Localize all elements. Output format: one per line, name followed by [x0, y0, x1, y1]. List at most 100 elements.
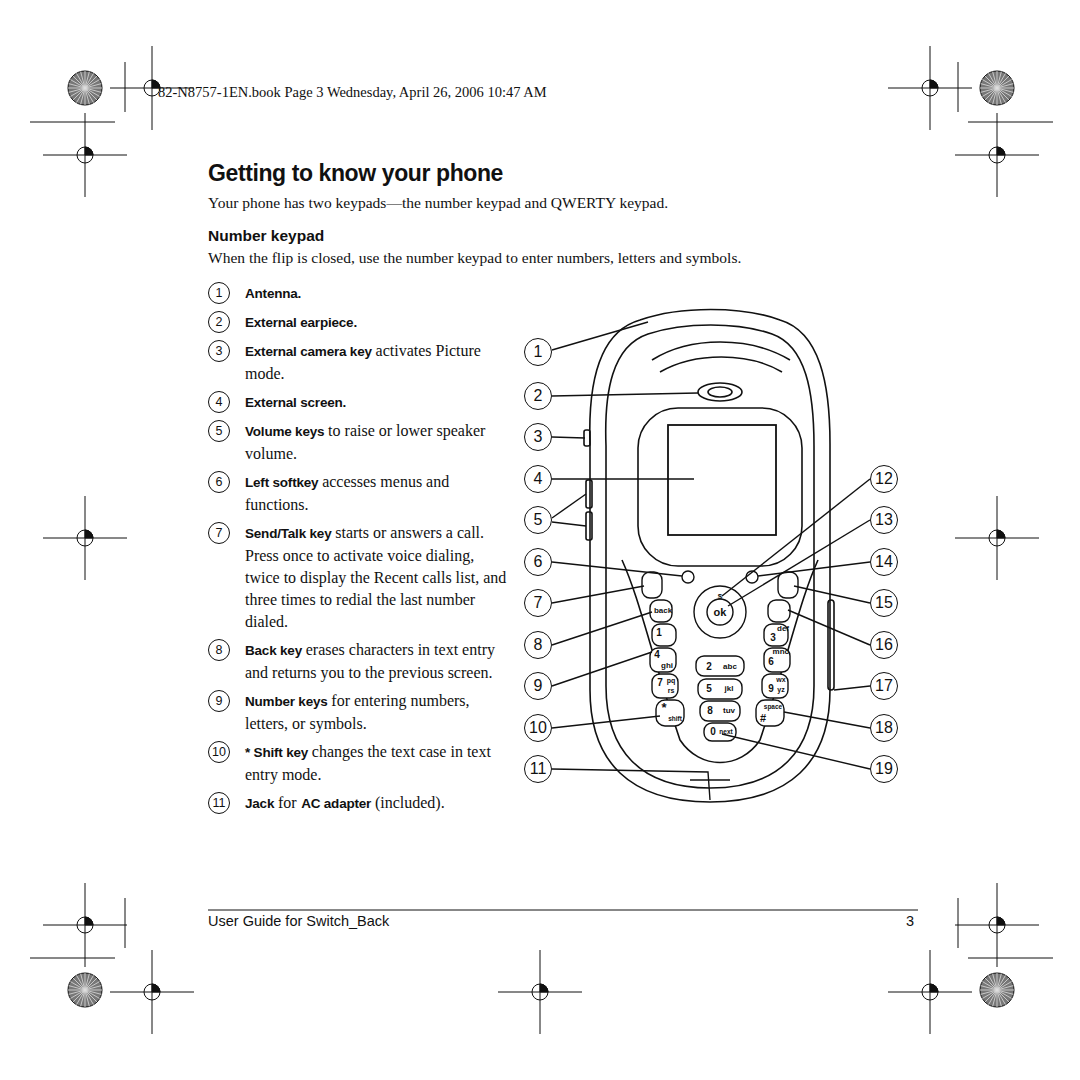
registration-fill [997, 530, 1005, 538]
key-label: 6 [768, 657, 774, 667]
section-text: When the flip is closed, use the number … [208, 249, 741, 267]
item-description: Number keysfor entering numbers, letters… [245, 690, 507, 735]
color-bar-ray [70, 88, 85, 97]
earpiece [698, 383, 742, 401]
registration-fill [930, 80, 938, 88]
key-label: shift [668, 716, 682, 723]
part-description: for [278, 794, 297, 811]
registration-cross [888, 46, 972, 130]
list-number-text: 7 [216, 527, 223, 540]
leader-line [784, 712, 870, 728]
callout-number-text: 10 [529, 720, 547, 736]
leader-line [722, 479, 870, 596]
list-number: 9Number keysfor entering numbers, letter… [208, 690, 230, 712]
section-heading: Number keypad [208, 227, 324, 245]
color-bar-ray [993, 974, 997, 990]
registration-cross [955, 883, 1039, 967]
external-screen [668, 425, 776, 535]
color-bar-ray [997, 990, 1001, 1006]
callout-number: 10 [524, 714, 552, 742]
key-label: back [654, 607, 672, 615]
list-number: 8Back keyerases characters in text entry… [208, 639, 230, 661]
registration-cross [955, 496, 1039, 580]
color-bar-mark [980, 973, 1014, 1007]
part-name: Number keys [245, 694, 328, 709]
list-number-text: 6 [216, 476, 223, 489]
part-description: (included). [375, 794, 445, 811]
callout-number-text: 14 [875, 554, 893, 570]
item-description: * Shift keychanges the text case in text… [245, 741, 507, 786]
key-label: 7 [657, 678, 663, 688]
callout-number-text: 2 [534, 388, 543, 404]
leader-line [788, 610, 870, 645]
callout-number-text: 11 [530, 761, 547, 777]
leader-line [552, 494, 586, 518]
color-bar-ray [981, 990, 997, 994]
key-label: pq [667, 677, 676, 684]
color-bar-ray [989, 73, 998, 88]
item-description: External screen. [245, 391, 507, 414]
part-name: External earpiece. [245, 315, 357, 330]
list-number-text: 3 [216, 345, 223, 358]
leader-line [552, 437, 585, 438]
callout-number-text: 12 [875, 471, 893, 487]
leader-line [552, 586, 644, 603]
key-label: wx [776, 676, 785, 683]
list-number: 3External camera keyactivates Picture mo… [208, 340, 230, 362]
color-bar-ray [69, 990, 85, 994]
key-label: $ [718, 593, 722, 601]
callout-number: 7 [524, 589, 552, 617]
color-bar-ray [997, 80, 1012, 89]
part-name: Back key [245, 643, 302, 658]
key-label: yz [777, 686, 784, 693]
key-label: ok [714, 607, 727, 618]
color-bar-ray [997, 84, 1013, 88]
leader-line [552, 393, 698, 396]
callout-number: 18 [870, 714, 898, 742]
item-description: Send/Talk keystarts or answers a call. P… [245, 522, 507, 633]
callout-number: 6 [524, 548, 552, 576]
registration-fill [997, 147, 1005, 155]
key-label: tuv [723, 707, 735, 715]
key-label: 0 [710, 727, 716, 737]
item-description: External camera keyactivates Picture mod… [245, 340, 507, 385]
color-bar-mark [68, 973, 102, 1007]
color-bar-ray [81, 72, 85, 88]
callout-number: 13 [870, 506, 898, 534]
key-label: rs [668, 687, 675, 694]
list-number-text: 10 [212, 746, 226, 759]
crop-marks [30, 46, 1053, 1034]
part-name: External camera key [245, 344, 372, 359]
running-header: 82-N8757-1EN.book Page 3 Wednesday, Apri… [158, 84, 547, 101]
part-name: Jack [245, 796, 274, 811]
list-number: 10* Shift keychanges the text case in te… [208, 741, 230, 763]
registration-fill [930, 984, 938, 992]
color-bar-ray [85, 80, 100, 89]
registration-cross [110, 950, 194, 1034]
leader-line [722, 734, 870, 769]
leader-lines [552, 322, 870, 800]
key-label: next [719, 729, 732, 736]
footer-rule [208, 910, 918, 911]
item-description: Antenna. [245, 282, 507, 305]
registration-fill [997, 917, 1005, 925]
part-name: Left softkey [245, 475, 318, 490]
leader-line [552, 716, 660, 728]
callout-number: 16 [870, 631, 898, 659]
part-name: * Shift key [245, 745, 308, 760]
key-label: 4 [654, 650, 660, 660]
color-bar-ray [70, 990, 85, 999]
callout-number-text: 6 [534, 554, 543, 570]
list-number: 6Left softkeyaccesses menus and function… [208, 471, 230, 493]
leader-line [552, 522, 586, 526]
part-name: External screen. [245, 395, 346, 410]
registration-cross [888, 950, 972, 1034]
color-bar-ray [85, 88, 94, 103]
key-label: space [764, 704, 782, 711]
callout-number: 17 [870, 672, 898, 700]
color-bar-ray [982, 88, 997, 97]
callout-number-text: 17 [875, 678, 893, 694]
color-bar-ray [993, 72, 997, 88]
page-number: 3 [906, 913, 914, 929]
list-number: 7Send/Talk keystarts or answers a call. … [208, 522, 230, 544]
